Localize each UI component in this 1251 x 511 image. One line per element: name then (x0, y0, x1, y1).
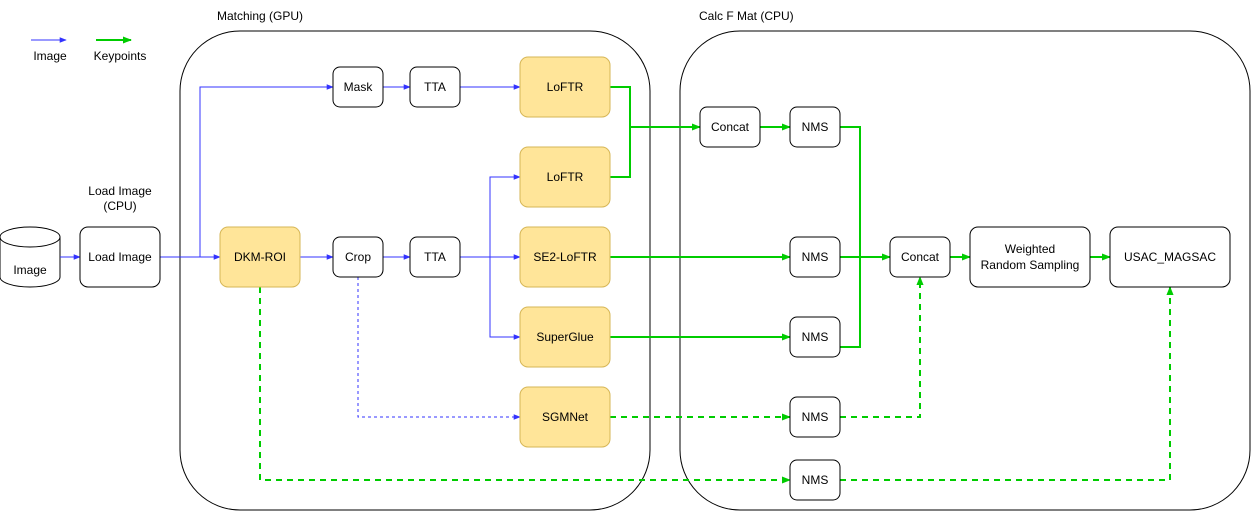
svg-text:Random Sampling: Random Sampling (981, 258, 1080, 272)
svg-text:Weighted: Weighted (1005, 242, 1055, 256)
legend-image-label: Image (33, 49, 67, 63)
node-load-image: Load Image (79, 226, 161, 288)
node-nms-5: NMS (789, 459, 841, 501)
svg-text:NMS: NMS (802, 250, 829, 264)
svg-text:SuperGlue: SuperGlue (536, 330, 594, 344)
node-loftr-1: LoFTR (519, 56, 611, 118)
node-concat-1: Concat (699, 106, 761, 148)
svg-text:DKM-ROI: DKM-ROI (234, 250, 286, 264)
svg-text:LoFTR: LoFTR (547, 80, 584, 94)
svg-text:TTA: TTA (424, 250, 446, 264)
image-database: Image (0, 226, 61, 288)
svg-text:NMS: NMS (802, 330, 829, 344)
svg-text:Crop: Crop (345, 250, 371, 264)
svg-text:Concat: Concat (711, 120, 750, 134)
node-se2-loftr: SE2-LoFTR (519, 226, 611, 288)
node-weighted-random-sampling: Weighted Random Sampling (969, 226, 1091, 288)
node-tta-top: TTA (409, 66, 461, 108)
node-superglue: SuperGlue (519, 306, 611, 368)
node-crop: Crop (332, 236, 384, 278)
node-nms-4: NMS (789, 396, 841, 438)
node-usac-magsac: USAC_MAGSAC (1109, 226, 1231, 288)
node-nms-1: NMS (789, 106, 841, 148)
matching-group-title: Matching (GPU) (217, 9, 303, 23)
svg-text:Mask: Mask (344, 80, 374, 94)
matching-group (179, 30, 651, 511)
calc-group (679, 30, 1251, 511)
svg-text:LoFTR: LoFTR (547, 170, 584, 184)
legend-keypoints-label: Keypoints (94, 49, 147, 63)
node-nms-3: NMS (789, 316, 841, 358)
image-database-label: Image (13, 263, 47, 277)
calc-group-title: Calc F Mat (CPU) (699, 9, 794, 23)
svg-text:NMS: NMS (802, 473, 829, 487)
legend: Image Keypoints (31, 36, 147, 63)
node-sgmnet: SGMNet (519, 386, 611, 448)
node-concat-2: Concat (889, 236, 951, 278)
svg-text:USAC_MAGSAC: USAC_MAGSAC (1124, 250, 1216, 264)
keypoint-edges (259, 86, 1174, 484)
svg-text:NMS: NMS (802, 120, 829, 134)
node-loftr-2: LoFTR (519, 146, 611, 208)
svg-text:SE2-LoFTR: SE2-LoFTR (533, 250, 597, 264)
load-image-caption-line2: (CPU) (103, 199, 136, 213)
svg-text:Concat: Concat (901, 250, 940, 264)
node-tta-mid: TTA (409, 236, 461, 278)
node-mask: Mask (332, 66, 384, 108)
svg-text:NMS: NMS (802, 410, 829, 424)
image-edges (60, 84, 521, 420)
load-image-caption-line1: Load Image (88, 184, 152, 198)
node-dkm-roi: DKM-ROI (219, 226, 301, 288)
node-nms-2: NMS (789, 236, 841, 278)
svg-text:TTA: TTA (424, 80, 446, 94)
svg-text:Load Image: Load Image (88, 250, 152, 264)
svg-text:SGMNet: SGMNet (542, 410, 589, 424)
